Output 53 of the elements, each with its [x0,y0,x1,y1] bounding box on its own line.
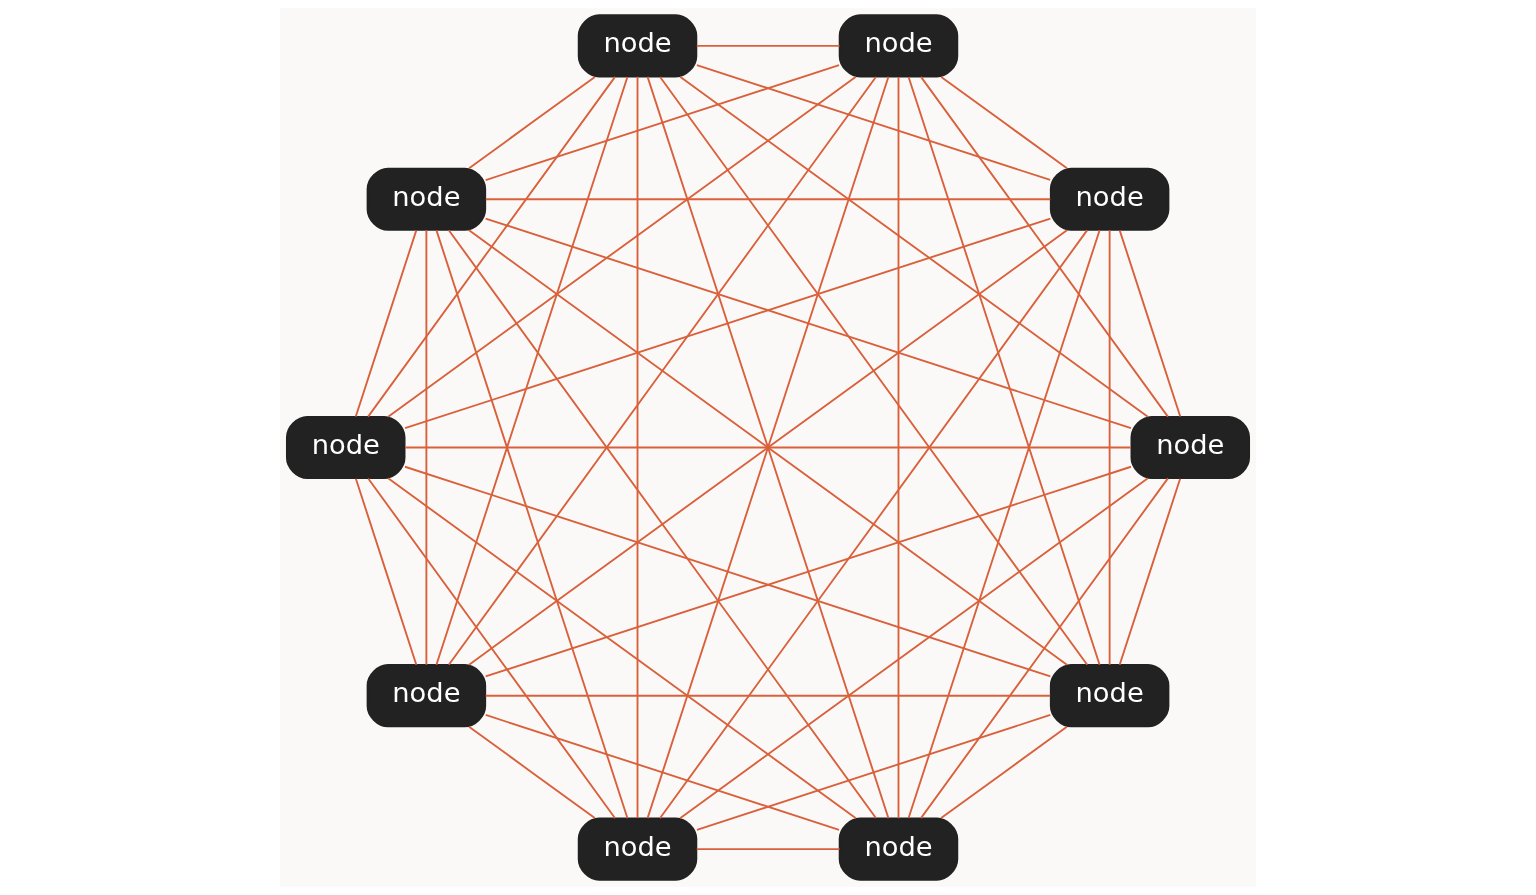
connector [1108,229,1111,666]
connector [484,465,1132,678]
connector [940,76,1068,170]
connector [447,229,877,819]
connector [484,694,1052,697]
connector [425,229,428,666]
connector [484,198,1052,201]
connector [387,477,857,820]
connector [404,446,1132,449]
connector [695,848,841,851]
connector [907,229,1101,819]
node-box: node [1049,664,1170,728]
connector [468,725,596,819]
connector [367,477,617,820]
connector [679,75,1149,418]
node-box: node [1049,167,1170,231]
connector [695,64,1052,181]
connector [1118,477,1182,666]
node-box: node [366,664,487,728]
connector [484,64,840,181]
connector [354,229,418,418]
connector [367,75,616,418]
connector [920,75,1169,418]
node-box: node [577,14,698,78]
connector [1118,229,1182,418]
node-box: node [577,817,698,881]
connector [404,465,1052,678]
connector [646,75,890,820]
connector [447,76,877,666]
connector [897,75,900,820]
connector [435,76,629,666]
connector [696,714,1052,831]
node-box: node [838,817,959,881]
connector [484,217,1132,430]
connector [907,76,1101,666]
connector [659,76,1089,666]
connector [484,714,840,831]
node-box: node [285,415,406,480]
connector [435,229,629,820]
connector [920,477,1169,820]
connector [354,477,418,666]
connector [679,477,1149,820]
connector [636,75,639,820]
connector [404,217,1052,430]
connector [659,229,1088,820]
connector [695,44,841,47]
connector [468,75,596,170]
node-box: node [1130,415,1251,480]
node-box: node [838,14,959,78]
node-box: node [366,167,487,231]
connector [468,229,1068,666]
connector [940,725,1068,820]
connector [387,75,857,418]
